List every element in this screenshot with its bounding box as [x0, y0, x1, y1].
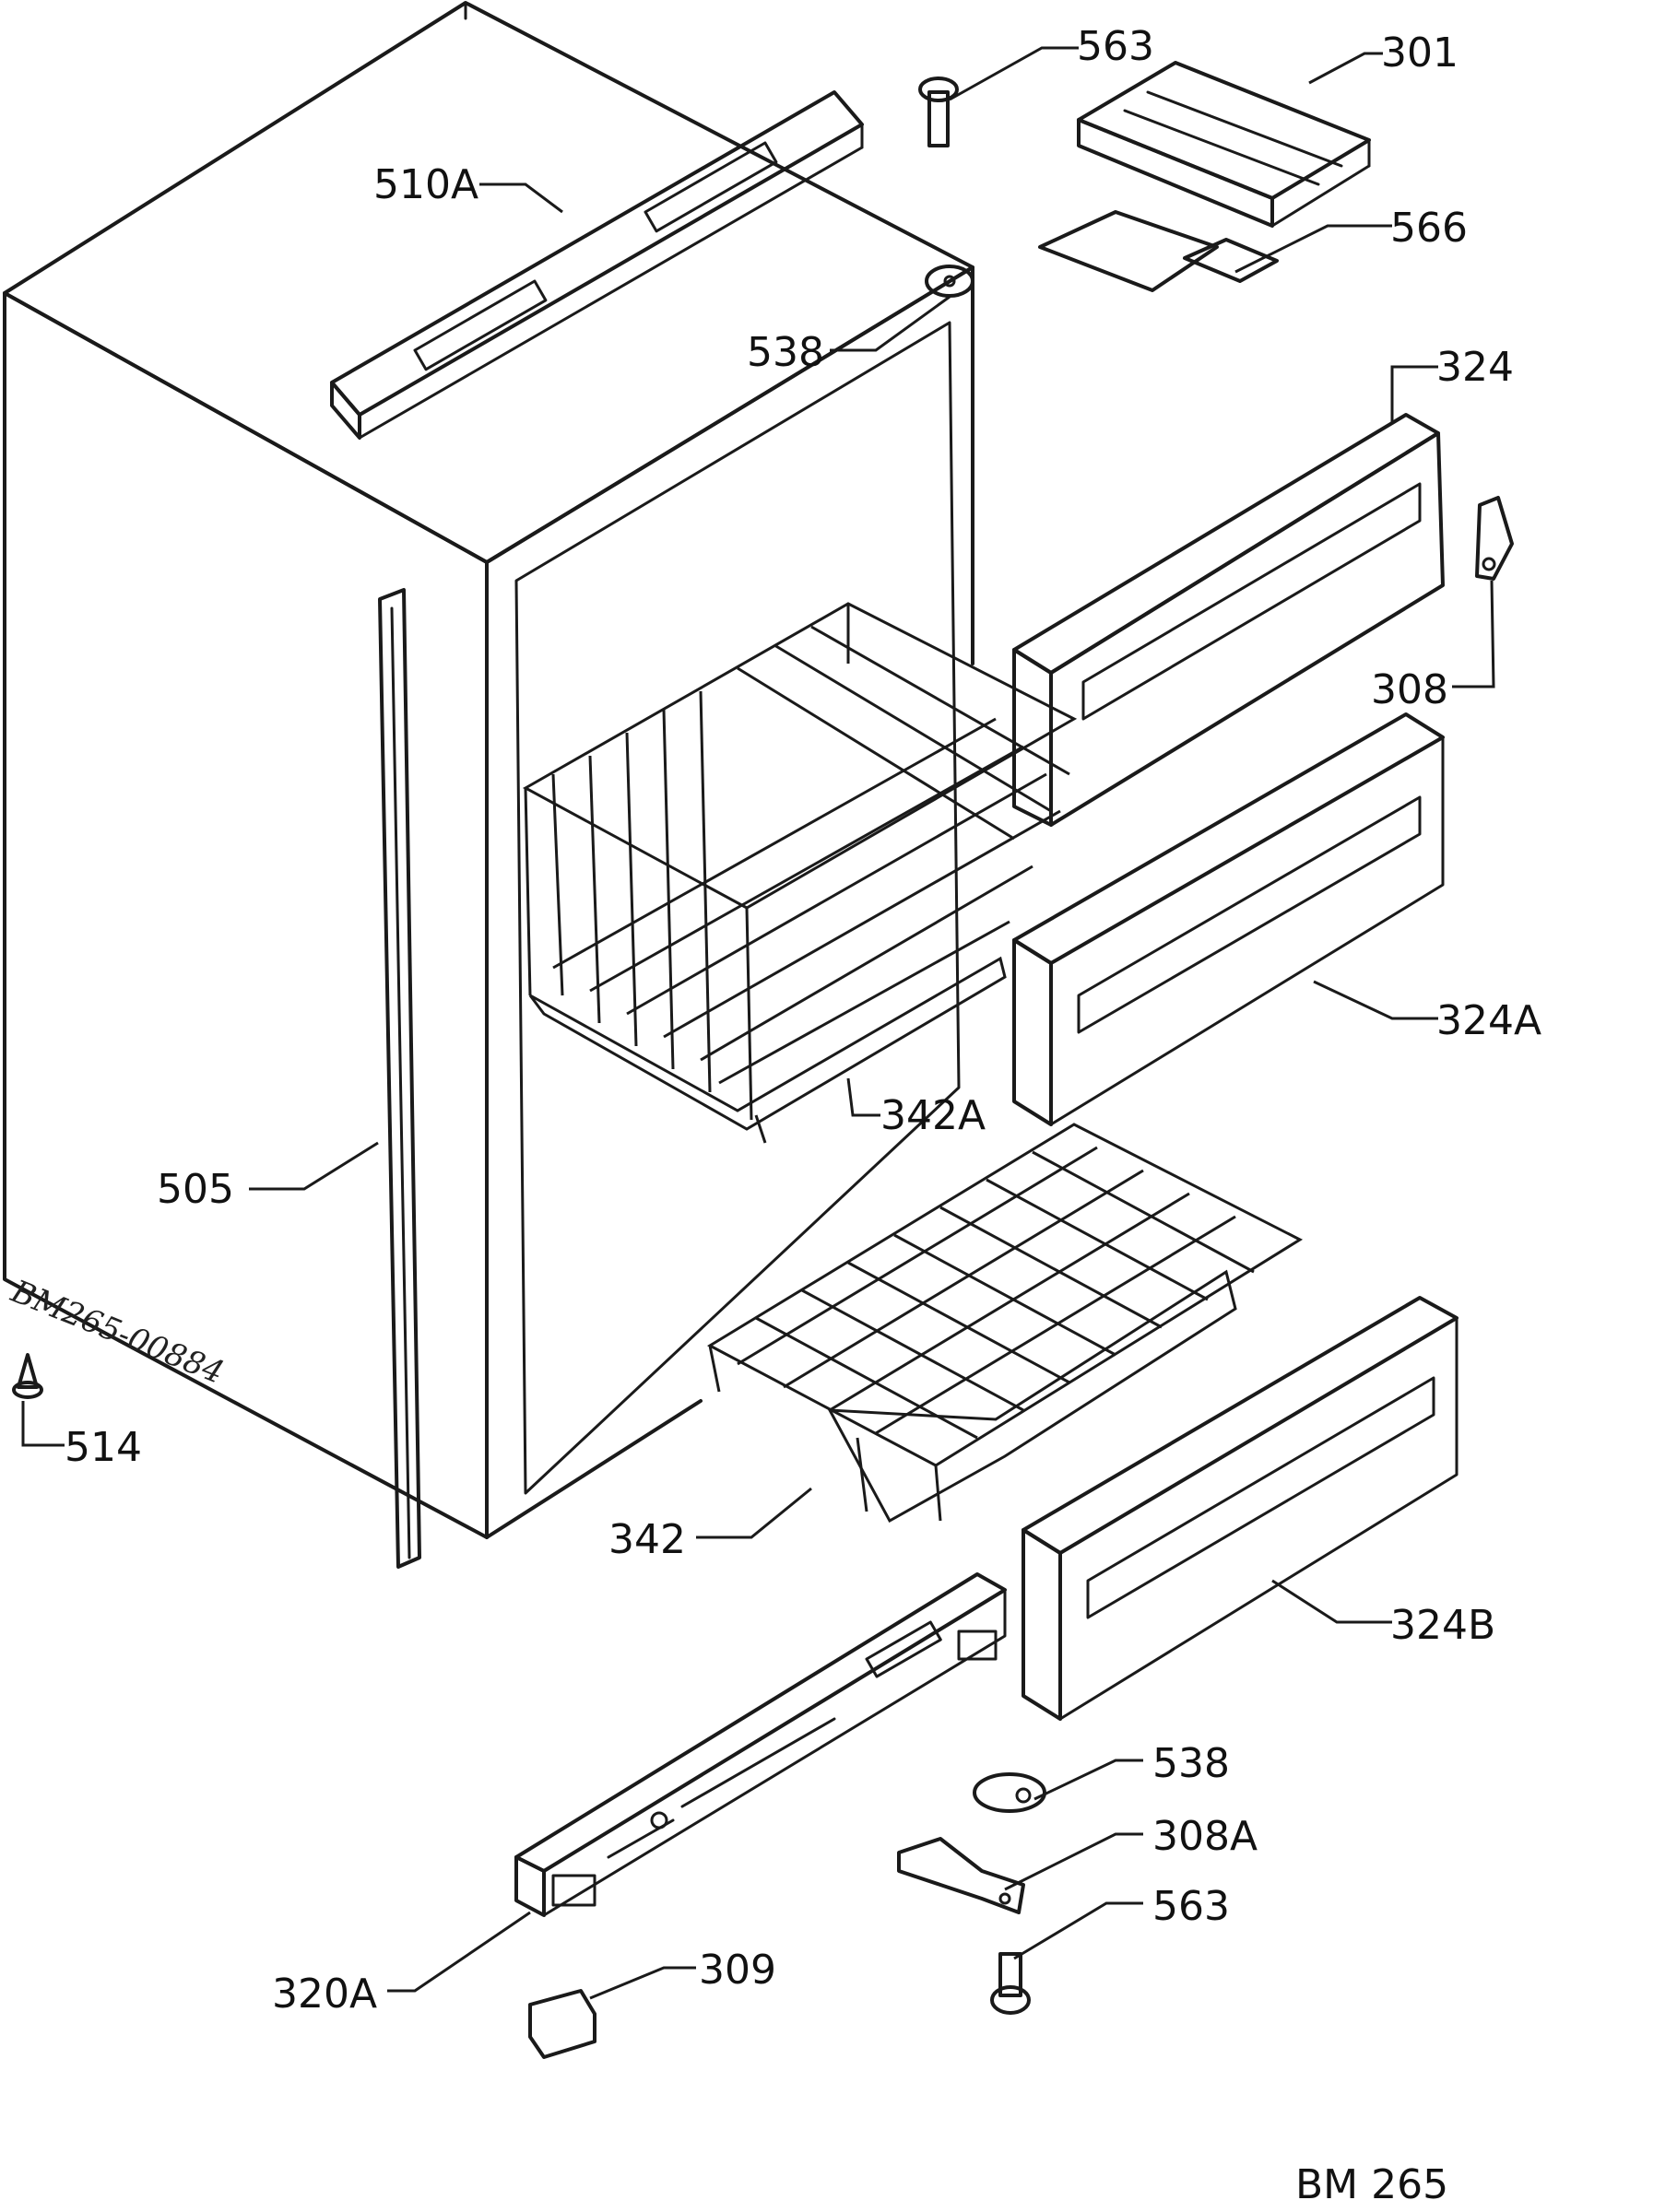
label-563-top: 563 [1077, 23, 1154, 70]
label-324: 324 [1436, 344, 1514, 391]
label-301: 301 [1381, 29, 1459, 76]
label-342: 342 [608, 1516, 686, 1563]
ice-scoop-566 [1038, 210, 1279, 292]
label-563-bottom: 563 [1152, 1883, 1230, 1930]
handwritten-reference: BM265-00884 [6, 1273, 229, 1392]
label-510a: 510A [373, 161, 478, 208]
label-538-top: 538 [747, 329, 824, 376]
document-id: BM 265 [1295, 2161, 1448, 2208]
leader-lines [21, 46, 1495, 2000]
drawer-front-324 [1012, 413, 1445, 827]
upper-basket-342a [522, 602, 1078, 1144]
label-324a: 324A [1436, 997, 1541, 1044]
label-308: 308 [1371, 666, 1448, 713]
hinge-308a [897, 1837, 1025, 1914]
top-cover-510a [330, 90, 864, 440]
label-320a: 320A [272, 1971, 377, 2018]
hinge-bracket-538-bottom [973, 1772, 1046, 1813]
part-labels: 563 301 510A 566 538 324 308 324A 342A 5… [65, 23, 1541, 2018]
screw-563-top [918, 76, 959, 147]
cabinet-body [3, 1, 974, 1539]
lower-basket-342 [706, 1123, 1304, 1524]
label-505: 505 [157, 1166, 234, 1213]
hinge-bracket-538-top [925, 265, 974, 298]
hinge-308 [1475, 496, 1514, 581]
door-seal-strip [378, 588, 421, 1569]
screw-563-bottom [990, 1952, 1031, 2015]
label-514: 514 [65, 1424, 142, 1471]
label-538-bottom: 538 [1152, 1740, 1230, 1787]
clip-309 [528, 1989, 596, 2059]
label-309: 309 [699, 1947, 776, 1994]
label-308a: 308A [1152, 1813, 1258, 1860]
kick-plate-320a [514, 1572, 1007, 1917]
label-566: 566 [1390, 205, 1468, 252]
ice-tray-301 [1077, 61, 1371, 228]
label-324b: 324B [1390, 1602, 1495, 1649]
foot-514 [12, 1353, 43, 1399]
label-342a: 342A [880, 1092, 986, 1139]
drawer-front-324a [1012, 712, 1445, 1126]
drawer-front-324b [1022, 1296, 1459, 1721]
